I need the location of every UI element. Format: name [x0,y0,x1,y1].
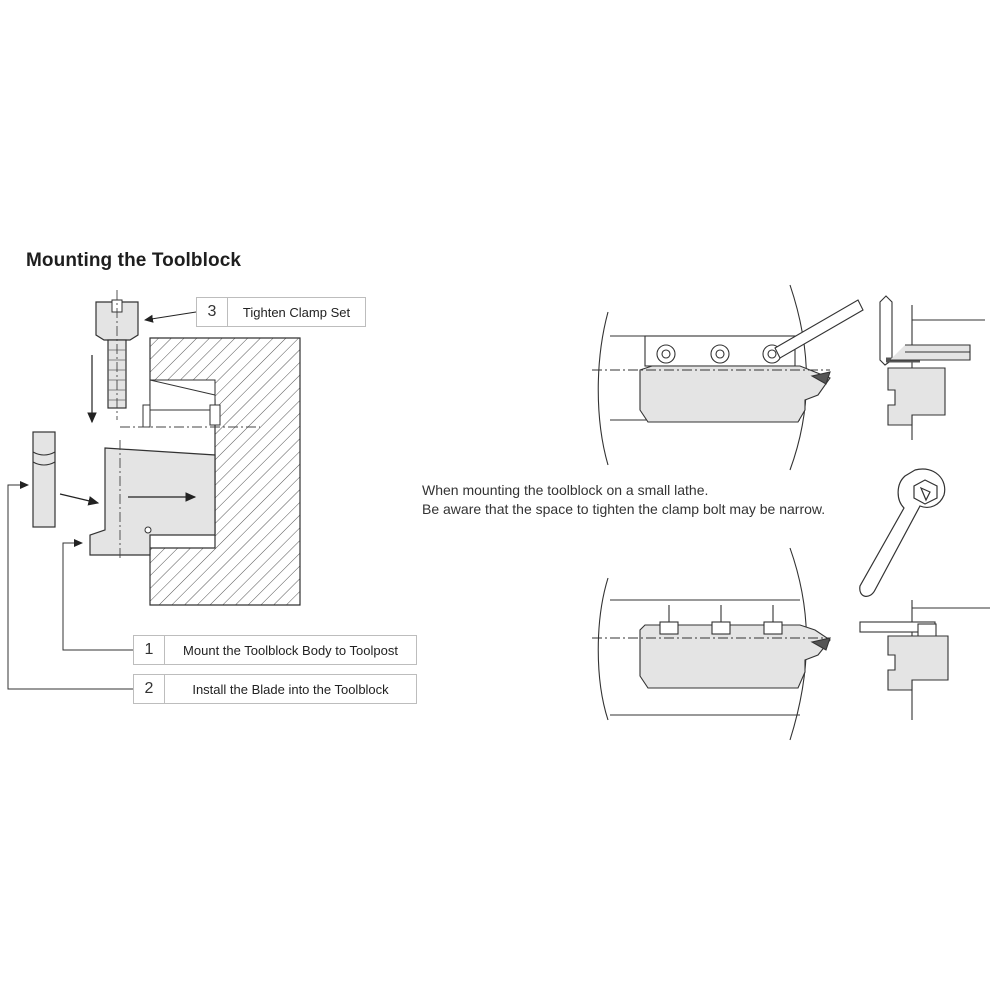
step-3-callout: 3 Tighten Clamp Set [196,297,366,327]
note-line-2: Be aware that the space to tighten the c… [422,501,826,517]
blade [32,431,56,528]
clamp-screw [87,290,197,424]
step-1-number: 1 [134,636,165,664]
step-2-callout: 2 Install the Blade into the Toolblock [133,674,417,704]
wrench-icon [859,468,946,597]
note-line-1: When mounting the toolblock on a small l… [422,482,709,498]
step-3-number: 3 [197,298,228,326]
bottom-side-view [859,600,990,720]
step-2-number: 2 [134,675,165,703]
callout-leaders [7,481,133,690]
step-1-label: Mount the Toolblock Body to Toolpost [183,642,398,658]
step-1-callout: 1 Mount the Toolblock Body to Toolpost [133,635,417,665]
step-3-label: Tighten Clamp Set [242,304,351,320]
toolblock-body [59,440,216,560]
lathe-note: When mounting the toolblock on a small l… [422,481,825,519]
top-side-view [879,295,985,440]
step-2-label: Install the Blade into the Toolblock [192,681,389,697]
bottom-right-diagram [592,547,831,741]
page-title: Mounting the Toolblock [26,250,242,271]
top-right-diagram [592,284,864,471]
